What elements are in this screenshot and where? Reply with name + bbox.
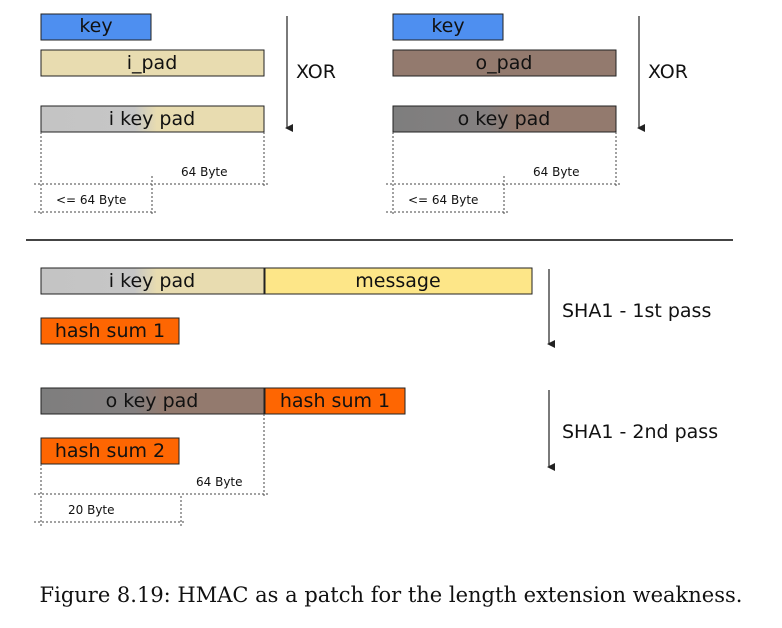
dim-le-64-byte-left: <= 64 Byte bbox=[56, 193, 126, 207]
xor-label-left: XOR bbox=[296, 61, 336, 83]
o-key-pad-box-pass bbox=[40, 387, 265, 415]
hash-sum-1-input-box bbox=[264, 387, 406, 415]
o-pad-label: o_pad bbox=[476, 52, 533, 74]
dimension-lines-right bbox=[386, 132, 622, 216]
xor-label-right: XOR bbox=[648, 61, 688, 83]
first-pass-section: i key pad message hash sum 1 SHA1 - 1st … bbox=[40, 267, 711, 348]
dim-64-byte-left: 64 Byte bbox=[181, 165, 228, 179]
key-label-right: key bbox=[431, 15, 464, 37]
i-pad-box bbox=[40, 49, 265, 77]
o-key-pad-box-top bbox=[392, 105, 617, 133]
sha1-first-pass-label: SHA1 - 1st pass bbox=[562, 300, 711, 322]
o-key-pad-label-pass: o key pad bbox=[106, 390, 199, 412]
o-key-pad-label-top: o key pad bbox=[458, 108, 551, 130]
dimension-lines-left bbox=[34, 132, 270, 216]
key-label-left: key bbox=[79, 15, 112, 37]
o-pad-box bbox=[392, 49, 617, 77]
i-key-pad-box-pass bbox=[40, 267, 265, 295]
dim-64-byte-right: 64 Byte bbox=[533, 165, 580, 179]
message-label: message bbox=[355, 270, 440, 292]
hash-sum-2-label: hash sum 2 bbox=[55, 440, 165, 462]
i-pad-label: i_pad bbox=[127, 52, 178, 74]
hmac-diagram: key i_pad i key pad XOR 64 Byte <= 64 By… bbox=[26, 13, 733, 528]
hash-sum-1-label: hash sum 1 bbox=[55, 320, 165, 342]
top-right-section: key o_pad o key pad XOR 64 Byte <= 64 By… bbox=[386, 13, 688, 216]
second-pass-section: o key pad hash sum 1 hash sum 2 SHA1 - 2… bbox=[34, 387, 718, 528]
i-key-pad-label-pass: i key pad bbox=[109, 270, 195, 292]
i-key-pad-label: i key pad bbox=[109, 108, 195, 130]
dim-64-byte-second: 64 Byte bbox=[196, 475, 243, 489]
dim-20-byte: 20 Byte bbox=[68, 503, 115, 517]
dim-le-64-byte-right: <= 64 Byte bbox=[408, 193, 478, 207]
top-left-section: key i_pad i key pad XOR 64 Byte <= 64 By… bbox=[34, 13, 336, 216]
i-key-pad-box bbox=[40, 105, 265, 133]
key-box-left bbox=[40, 13, 152, 41]
figure-caption: Figure 8.19: HMAC as a patch for the len… bbox=[39, 583, 743, 607]
hash-sum-2-box bbox=[40, 437, 180, 465]
hash-sum-1-box bbox=[40, 317, 180, 345]
sha1-second-pass-label: SHA1 - 2nd pass bbox=[562, 421, 718, 443]
message-box bbox=[264, 267, 533, 295]
dimension-lines-second bbox=[34, 414, 270, 528]
key-box-right bbox=[392, 13, 504, 41]
hash-sum-1-input-label: hash sum 1 bbox=[280, 390, 390, 412]
